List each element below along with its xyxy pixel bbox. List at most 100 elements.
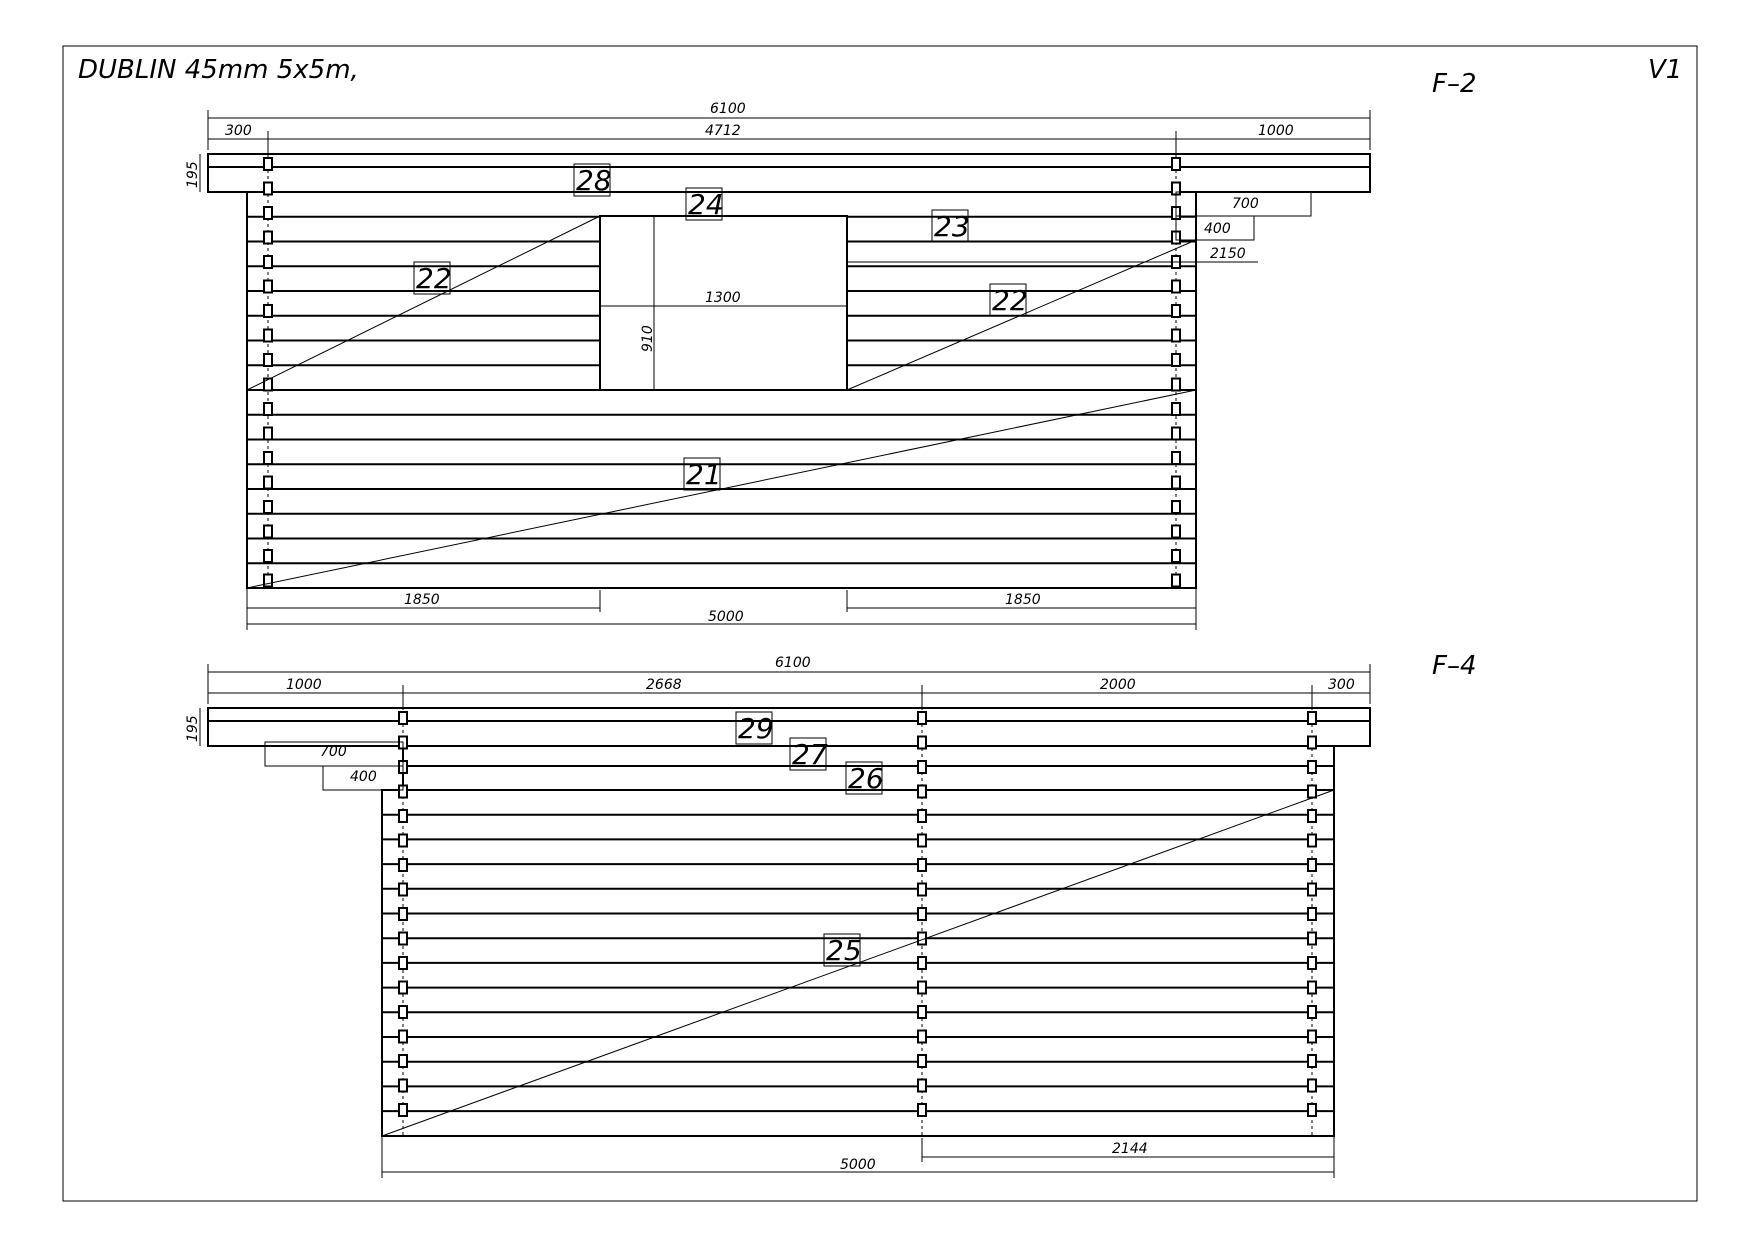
corner-notch xyxy=(1307,1078,1317,1093)
version-label: V1 xyxy=(1648,55,1682,85)
corner-notch xyxy=(263,206,273,220)
corner-notch xyxy=(263,353,273,367)
corner-notch xyxy=(1307,760,1317,774)
corner-notch xyxy=(1307,784,1317,799)
part-label-28: 28 xyxy=(573,163,612,197)
corner-notch xyxy=(263,573,273,588)
corner-notch xyxy=(398,833,408,848)
corner-notch xyxy=(398,1005,408,1019)
corner-notch xyxy=(263,451,273,465)
corner-notch xyxy=(398,858,408,872)
corner-notch xyxy=(917,1078,927,1093)
corner-notch xyxy=(398,882,408,897)
corner-notch xyxy=(398,980,408,995)
corner-notch xyxy=(1171,573,1181,588)
part-label-27: 27 xyxy=(789,737,828,771)
dim-f4-step400: 400 xyxy=(350,769,377,785)
view-label-f4: F–4 xyxy=(1432,651,1477,681)
dim-f2-bottom-total: 5000 xyxy=(708,609,744,625)
corner-notch xyxy=(263,500,273,514)
corner-notch xyxy=(263,377,273,392)
corner-notch xyxy=(1307,956,1317,970)
log-courses-f4 xyxy=(207,707,1371,1137)
svg-text:29: 29 xyxy=(738,712,774,745)
corner-notch xyxy=(1171,549,1181,563)
svg-text:27: 27 xyxy=(792,738,828,771)
dim-f2-opening-width: 1300 xyxy=(705,290,741,306)
dim-f2-step400: 400 xyxy=(1204,221,1231,237)
dim-f4-left-overhang: 1000 xyxy=(286,677,322,693)
dim-f4-height: 195 xyxy=(185,715,201,742)
elevation-view-f4: 700 400 6100 1000 2668 2000 300 195 2144… xyxy=(185,655,1371,1178)
corner-notch xyxy=(1171,524,1181,539)
svg-text:23: 23 xyxy=(934,210,970,243)
dim-f2-left-overhang: 300 xyxy=(225,123,252,139)
corner-notch xyxy=(1171,475,1181,490)
dim-f4-total: 6100 xyxy=(775,655,811,671)
corner-notch xyxy=(1307,1005,1317,1019)
svg-text:28: 28 xyxy=(576,164,612,197)
corner-notch xyxy=(1307,858,1317,872)
dim-f2-step700: 700 xyxy=(1232,196,1259,212)
corner-notch xyxy=(1307,711,1317,725)
part-label-24: 24 xyxy=(685,187,724,221)
corner-notch xyxy=(1307,1103,1317,1117)
dim-f2-mid: 4712 xyxy=(705,123,741,139)
corner-notch xyxy=(917,1029,927,1044)
corner-notch xyxy=(917,907,927,921)
corner-notch xyxy=(1307,882,1317,897)
corner-notch xyxy=(917,1005,927,1019)
corner-notch xyxy=(263,230,273,245)
elevation-view-f2: 6100 300 4712 1000 195 700 400 2150 1300… xyxy=(185,101,1371,630)
window-opening-f2 xyxy=(599,215,848,391)
corner-notch xyxy=(263,181,273,196)
corner-notch xyxy=(1307,1054,1317,1068)
part-label-26: 26 xyxy=(845,761,884,795)
corner-notch xyxy=(263,475,273,490)
svg-text:25: 25 xyxy=(826,934,862,967)
overhang-step-400-f4 xyxy=(322,765,404,791)
corner-notch xyxy=(917,980,927,995)
corner-notch xyxy=(263,524,273,539)
corner-notch xyxy=(398,907,408,921)
dim-f4-bottom-total: 5000 xyxy=(840,1157,876,1173)
part-label-22-right: 22 xyxy=(989,283,1028,317)
corner-notch xyxy=(917,735,927,750)
corner-notches-f4 xyxy=(398,694,1317,1136)
corner-notches-f2 xyxy=(263,140,1181,588)
svg-text:22: 22 xyxy=(416,262,452,295)
corner-notch xyxy=(263,426,273,441)
drawing-frame xyxy=(62,45,1698,1202)
corner-notch xyxy=(398,931,408,946)
part-label-23: 23 xyxy=(931,209,970,243)
corner-notch xyxy=(1171,328,1181,343)
dim-f2-step2150: 2150 xyxy=(1210,246,1246,262)
dim-f2-height: 195 xyxy=(185,161,201,188)
corner-notch xyxy=(398,956,408,970)
corner-notch xyxy=(263,549,273,563)
corner-notch xyxy=(1171,402,1181,416)
corner-notch xyxy=(917,1103,927,1117)
overhang-step-400-f2 xyxy=(1175,215,1255,241)
view-label-f2: F–2 xyxy=(1432,69,1477,99)
corner-notch xyxy=(917,760,927,774)
corner-notch xyxy=(398,1103,408,1117)
corner-notch xyxy=(1171,353,1181,367)
dim-f2-bottom-right: 1850 xyxy=(1005,592,1041,608)
part-label-25: 25 xyxy=(823,933,862,967)
corner-notch xyxy=(917,833,927,848)
corner-notch xyxy=(263,255,273,269)
corner-notch xyxy=(1171,500,1181,514)
corner-notch xyxy=(263,402,273,416)
svg-text:22: 22 xyxy=(992,284,1028,317)
corner-notch xyxy=(917,956,927,970)
corner-notch xyxy=(1307,907,1317,921)
corner-notch xyxy=(917,711,927,725)
corner-notch xyxy=(263,304,273,318)
corner-notch xyxy=(1171,451,1181,465)
corner-notch xyxy=(1171,157,1181,171)
svg-text:24: 24 xyxy=(688,188,724,221)
dim-f2-opening-height: 910 xyxy=(640,325,656,352)
dim-f4-bottom-right: 2144 xyxy=(1112,1141,1148,1157)
